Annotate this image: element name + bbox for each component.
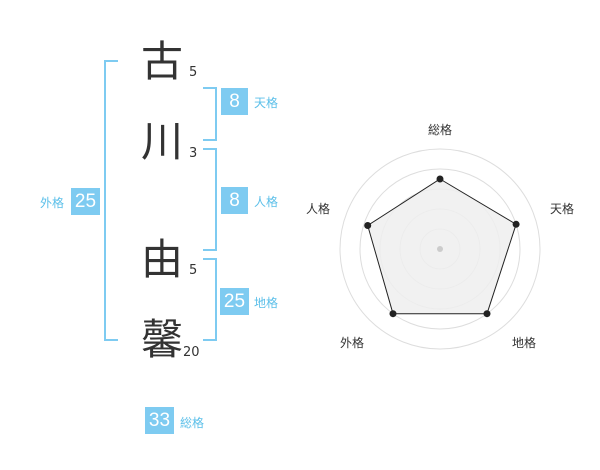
radar-point xyxy=(512,220,520,228)
radar-ring xyxy=(359,168,521,330)
tenkaku-label: 天格 xyxy=(254,96,279,110)
radar-label-soukaku: 総格 xyxy=(428,122,452,137)
stroke-count-4: 20 xyxy=(183,345,200,360)
stroke-count-2: 3 xyxy=(189,146,198,161)
gaikaku-label: 外格 xyxy=(40,196,65,210)
stroke-count-1: 5 xyxy=(189,65,198,80)
name-char-4: 馨 xyxy=(141,315,184,364)
stroke-count-3: 5 xyxy=(189,263,198,278)
radar-center-dot xyxy=(437,246,443,252)
chikaku-label: 地格 xyxy=(254,296,279,310)
radar-label-jinkaku: 人格 xyxy=(306,201,330,216)
tenkaku-value: 8 xyxy=(221,88,248,115)
jinkaku-label: 人格 xyxy=(254,195,279,209)
radar-point xyxy=(389,310,397,318)
soukaku-value: 33 xyxy=(145,407,174,434)
gaikaku-bracket xyxy=(104,60,118,341)
chikaku-bracket xyxy=(203,258,217,341)
radar-label-chikaku: 地格 xyxy=(512,335,536,350)
radar-ring xyxy=(339,148,541,350)
radar-point xyxy=(436,175,444,183)
gaikaku-value: 25 xyxy=(71,188,100,215)
soukaku-label: 総格 xyxy=(180,416,205,430)
radar-label-gaikaku: 外格 xyxy=(340,335,364,350)
tenkaku-bracket xyxy=(203,87,217,141)
radar-polygon xyxy=(367,178,517,315)
name-char-1: 古 xyxy=(141,37,184,86)
radar-point xyxy=(483,310,491,318)
radar-points xyxy=(364,175,520,318)
chikaku-value: 25 xyxy=(220,288,249,315)
jinkaku-bracket xyxy=(203,148,217,251)
jinkaku-value: 8 xyxy=(221,187,248,214)
radar-point xyxy=(364,222,372,229)
name-char-3: 由 xyxy=(141,235,184,284)
radar-label-tenkaku: 天格 xyxy=(550,201,574,216)
name-char-2: 川 xyxy=(141,117,184,166)
